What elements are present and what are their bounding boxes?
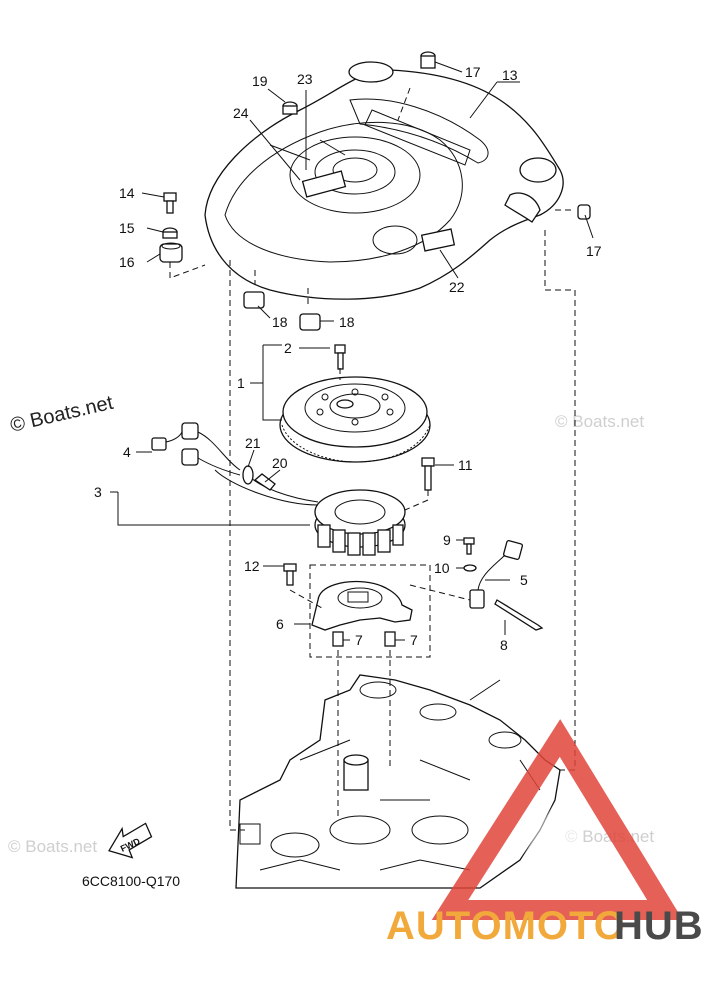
stator-assembly: [214, 469, 406, 556]
fwd-arrow-icon: FWD: [108, 822, 153, 859]
watermark-right: © Boats.net: [555, 412, 644, 431]
callout-8: 8: [500, 637, 508, 653]
callout-9: 9: [443, 532, 451, 548]
callout-7-left: 7: [355, 632, 363, 648]
washer-10: [463, 564, 477, 572]
callout-23: 23: [297, 71, 313, 87]
base-bracket: [309, 564, 431, 658]
callout-18-left: 18: [272, 314, 288, 330]
diagram-code: 6CC8100-Q170: [82, 873, 180, 889]
callout-12: 12: [244, 558, 260, 574]
flywheel-cover: [204, 61, 564, 300]
callout-19: 19: [252, 73, 268, 89]
brand-text-hub: HUB: [614, 904, 704, 948]
damper-18-right: [299, 313, 321, 331]
cable-tie: [494, 599, 544, 631]
flywheel-rotor: [279, 376, 431, 463]
callout-20: 20: [272, 455, 288, 471]
callout-10: 10: [434, 560, 450, 576]
grommet-17-top: [420, 51, 436, 69]
grommet-16: [159, 242, 183, 263]
bolt-12: [283, 563, 297, 586]
brand-triangle-icon: [431, 719, 683, 920]
callout-21: 21: [245, 435, 261, 451]
wire-connectors: [151, 422, 241, 476]
callout-13: 13: [502, 67, 518, 83]
bolt-11: [421, 457, 435, 491]
grommet-17-right: [577, 204, 591, 220]
bolt-14: [163, 192, 177, 214]
callout-14: 14: [119, 185, 135, 201]
cap-19: [282, 101, 298, 115]
callout-22: 22: [449, 279, 465, 295]
callout-4: 4: [123, 444, 131, 460]
callout-15: 15: [119, 220, 135, 236]
collar-15: [162, 227, 178, 239]
callout-11: 11: [458, 457, 473, 473]
callout-1: 1: [237, 375, 245, 391]
callout-17-top: 17: [465, 64, 481, 80]
engine-block: [235, 674, 561, 889]
callout-24: 24: [233, 105, 249, 121]
watermark-main: © Boats.net: [8, 392, 115, 437]
bolt-2: [334, 344, 346, 370]
brand-logo: AUTOMOTO HUB: [386, 719, 704, 948]
brand-triangle-inner-icon: [512, 800, 602, 875]
callout-6: 6: [276, 616, 284, 632]
callout-16: 16: [119, 254, 135, 270]
callout-18-right: 18: [339, 314, 355, 330]
watermark-bottom-left: © Boats.net: [8, 837, 97, 856]
pulser-coil: [469, 540, 523, 609]
damper-18-left: [243, 291, 265, 309]
callout-labels: 2 1 3 4 5 6 7 7 8 9 10 11 12 13 14 15 16…: [94, 64, 602, 653]
callout-2: 2: [284, 340, 292, 356]
callout-17-right: 17: [586, 243, 602, 259]
callout-5: 5: [520, 572, 528, 588]
callout-7-right: 7: [410, 632, 418, 648]
callout-3: 3: [94, 484, 102, 500]
bolt-9: [463, 537, 475, 555]
brand-text-automoto: AUTOMOTO: [386, 904, 626, 948]
callout-leaders: [110, 61, 594, 641]
